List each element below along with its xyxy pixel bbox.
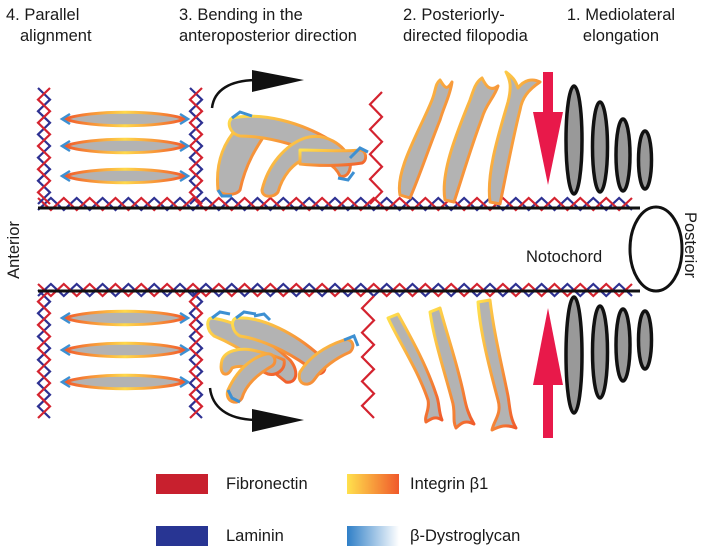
step-3-line2: anteroposterior direction: [179, 27, 357, 45]
middle-boundary-top-fibronectin-strand: [188, 87, 204, 205]
elongated-cells-top: [564, 84, 654, 196]
dystroglycan-swatch: [347, 526, 399, 546]
elongated-cell: [564, 84, 584, 196]
fibronectin-boundary-top: [368, 91, 384, 205]
left-boundary-top-laminin-strand: [36, 87, 52, 205]
notochord-bottom-matrix-fibronectin-strand: [37, 282, 633, 298]
parallel-cell: [60, 137, 190, 155]
legend-fibronectin-label: Fibronectin: [226, 475, 308, 493]
notochord-top-matrix-fibronectin-strand: [37, 196, 633, 212]
step-1-heading: 1. Mediolateral elongation: [556, 5, 686, 47]
curved-arrow-top-icon: [210, 70, 304, 109]
red-arrow-down-icon: [533, 72, 563, 185]
elongated-cell: [614, 117, 632, 193]
filopodia-cells-bottom: [386, 298, 518, 432]
notochord-tip: [628, 205, 684, 293]
posterior-label: Posterior: [681, 211, 699, 279]
step-4-line1: 4. Parallel: [6, 6, 80, 24]
legend-integrin-label: Integrin β1: [410, 475, 489, 493]
step-2-heading: 2. Posteriorly- directed filopodia: [403, 5, 528, 47]
notochord: [38, 205, 684, 293]
step-3-line1: 3. Bending in the: [179, 6, 303, 24]
red-arrow-up-icon: [533, 308, 563, 438]
elongated-cell: [590, 304, 610, 400]
parallel-cell: [60, 167, 190, 185]
step-3-heading: 3. Bending in the anteroposterior direct…: [179, 5, 357, 47]
parallel-cell: [60, 309, 190, 327]
legend-laminin-label: Laminin: [226, 527, 284, 545]
legend-swatches: [156, 474, 399, 546]
elongated-cell: [590, 100, 610, 194]
dystroglycan-tips-top: [216, 110, 369, 198]
left-boundary-top-fibronectin-strand: [36, 87, 52, 205]
bending-cells-bottom: [206, 316, 355, 404]
dystroglycan-tips-bottom: [211, 310, 360, 404]
fibronectin-swatch: [156, 474, 208, 494]
parallel-cells-top: [60, 110, 190, 185]
laminin-swatch: [156, 526, 208, 546]
anterior-label: Anterior: [5, 221, 23, 279]
bending-cells-top: [215, 114, 368, 198]
middle-boundary-bottom-fibronectin-strand: [188, 289, 204, 419]
cells: [59, 70, 654, 438]
step-1-line2: elongation: [582, 27, 660, 45]
middle-boundary-top-laminin-strand: [188, 87, 204, 205]
parallel-cell-tips: [59, 112, 191, 389]
filopodia-cells-top: [397, 70, 542, 206]
elongated-cell: [614, 307, 632, 383]
step-1-line1: 1. Mediolateral: [566, 6, 676, 24]
left-boundary-bottom-fibronectin-strand: [36, 289, 52, 419]
parallel-cell: [60, 373, 190, 391]
notochord-label: Notochord: [526, 248, 603, 266]
elongated-cells-bottom: [564, 295, 654, 415]
elongated-cell: [564, 295, 584, 415]
parallel-cell: [60, 110, 190, 128]
step-4-line2: alignment: [20, 27, 92, 45]
parallel-cell: [60, 341, 190, 359]
notochord-top-matrix-laminin-strand: [37, 196, 633, 212]
legend-dystroglycan-label: β-Dystroglycan: [410, 527, 521, 545]
curved-arrow-bottom-icon: [208, 387, 304, 432]
step-4-heading: 4. Parallel alignment: [6, 5, 92, 47]
integrin-swatch: [347, 474, 399, 494]
elongated-cell: [636, 129, 654, 191]
parallel-cells-bottom: [60, 309, 190, 391]
step-2-line1: 2. Posteriorly-: [403, 6, 505, 24]
elongated-cell: [636, 309, 654, 371]
step-2-line2: directed filopodia: [403, 27, 528, 45]
fibronectin-boundary-bottom: [360, 295, 376, 419]
